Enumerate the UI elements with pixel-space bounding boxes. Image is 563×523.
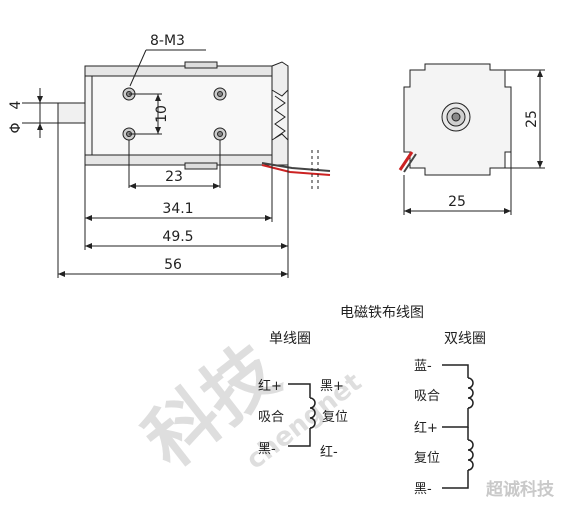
bottom-tab [184,162,218,170]
label-side-width: 25 [448,194,466,210]
double-coil-title: 双线圈 [444,331,486,347]
top-tab [184,61,218,69]
single-right-top: 黑+ [320,379,344,394]
watermark: 科技 chengnet [129,329,368,484]
label-hole-spacing-v: 10 [154,105,170,123]
double-blue: 蓝- [414,359,432,374]
single-right-bottom: 红- [320,444,338,460]
hole-top-right-inner [217,91,223,97]
front-dim-labels: 8-M3 10 Φ 4 23 34.1 49.5 56 [8,33,194,273]
single-right-mid: 复位 [322,410,348,425]
label-thread: 8-M3 [150,33,185,49]
wire-break [311,150,319,190]
side-view [403,63,512,176]
double-red: 红+ [414,420,438,436]
right-bracket-top [271,61,289,97]
wiring-title: 电磁铁布线图 [340,305,424,321]
right-zigzag [274,95,286,139]
wire-dark-front [261,162,331,172]
watermark-corner: 超诚科技 [486,479,555,500]
label-total-len: 56 [164,257,182,273]
single-coil-title: 单线圈 [269,331,311,347]
right-bracket-bottom [271,133,289,166]
front-view [57,61,289,170]
front-wires [261,162,331,176]
label-hole-spacing-h: 23 [165,169,183,185]
wire-dark-side [403,153,417,173]
label-body-len: 34.1 [162,201,193,217]
hole-bottom-right-inner [217,131,223,137]
front-arrowheads [37,94,288,277]
wire-red-side [398,151,414,171]
plunger-shaft [57,102,86,124]
label-frame-len: 49.5 [162,229,193,245]
side-dim-labels: 25 25 [448,110,540,210]
single-mid: 吸合 [258,410,284,425]
coil-body [91,75,273,156]
wiring-diagram: 电磁铁布线图 单线圈 双线圈 红+ 吸合 黑- 黑+ 复位 红- 蓝- 吸合 红… [258,305,486,497]
double-coil-symbol [442,364,474,489]
side-dimensions [403,69,545,215]
side-wires [398,151,417,173]
single-left-top: 红+ [258,378,282,394]
side-bore-inner [451,112,461,122]
double-pull: 吸合 [414,389,440,404]
label-side-height: 25 [524,110,540,128]
wire-red-front [261,164,331,176]
single-coil-symbol [288,383,316,447]
label-shaft-dia-symbol: Φ [8,122,24,133]
side-arrowheads [404,70,543,214]
label-shaft-dia: 4 [8,100,24,109]
single-left-bottom: 黑- [258,442,276,457]
double-reset: 复位 [414,451,440,466]
double-black: 黑- [414,482,432,497]
